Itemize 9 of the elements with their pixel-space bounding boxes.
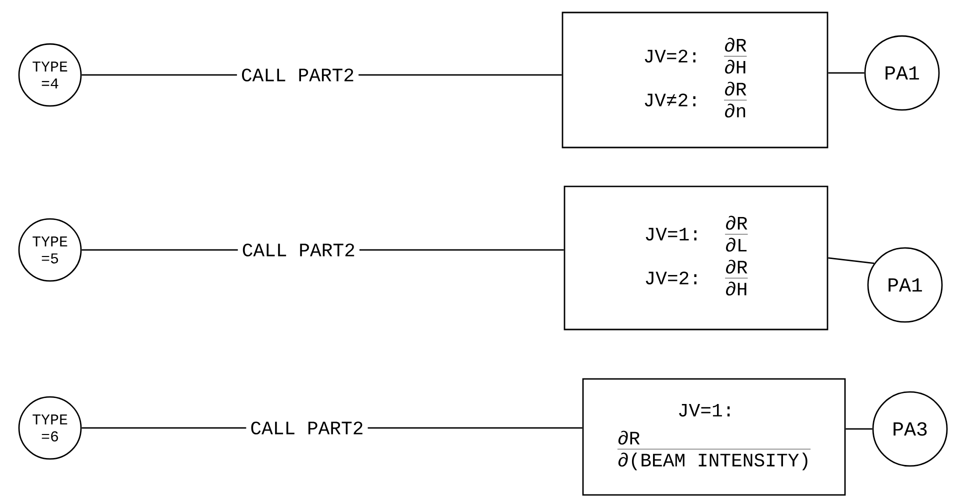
edge-label: CALL PART2 [246,418,368,438]
edge-label: CALL PART2 [238,240,360,260]
connector-line [828,72,864,74]
connector-line [846,428,872,430]
connector-line [828,257,874,264]
process-box: JV=2: ∂R ∂H JV≠2: ∂R ∂n [562,12,828,148]
edge-label: CALL PART2 [236,64,359,86]
process-box: JV=1: ∂R ∂(BEAM INTENSITY) [582,378,846,496]
process-box: JV=1: ∂R ∂L JV=2: ∂R ∂H [564,186,828,330]
